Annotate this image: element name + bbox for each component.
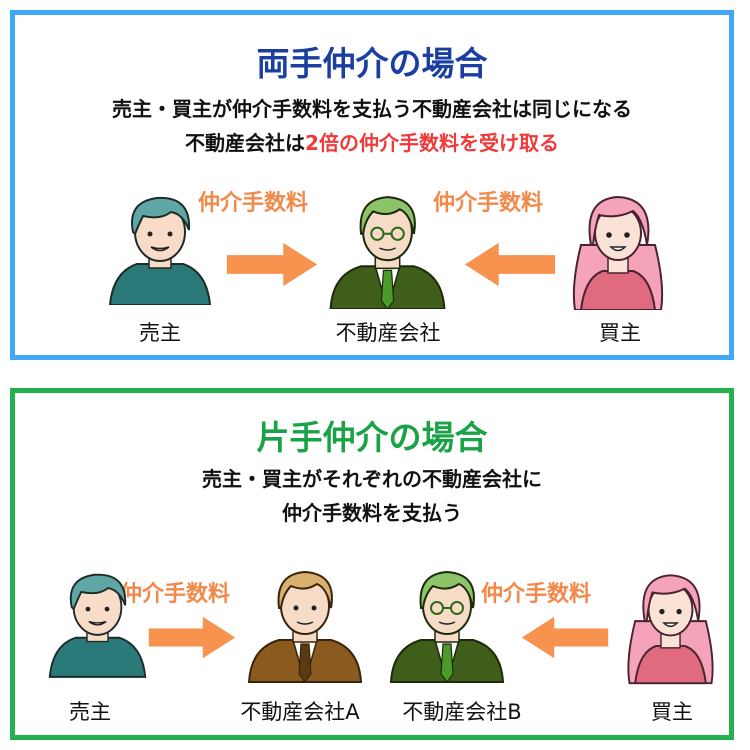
arrow-left-icon bbox=[520, 615, 610, 660]
agent-b-person-icon bbox=[387, 561, 507, 683]
buyer-label: 買主 bbox=[599, 321, 641, 345]
description-line-1: 売主・買主が仲介手数料を支払う不動産会社は同じになる bbox=[112, 97, 632, 121]
buyer-person-icon bbox=[618, 561, 723, 686]
panel-title: 片手仲介の場合 bbox=[256, 418, 488, 457]
agent-person-icon bbox=[325, 187, 450, 309]
arrow-left-icon bbox=[463, 241, 557, 288]
buyer-label: 買主 bbox=[651, 700, 693, 724]
agent-b-label: 不動産会社B bbox=[402, 700, 522, 724]
arrow-right-icon bbox=[225, 241, 319, 288]
description-line-2: 仲介手数料を支払う bbox=[282, 501, 462, 525]
description-prefix: 不動産会社は bbox=[185, 131, 306, 155]
seller-person-icon bbox=[105, 190, 215, 305]
fee-label-left: 仲介手数料 bbox=[120, 582, 231, 607]
both-sides-brokerage-panel: 両手仲介の場合 売主・買主が仲介手数料を支払う不動産会社は同じになる 不動産会社… bbox=[10, 10, 734, 360]
description-line-1: 売主・買主がそれぞれの不動産会社に bbox=[202, 467, 542, 491]
agent-label: 不動産会社 bbox=[335, 321, 441, 345]
fee-label-left: 仲介手数料 bbox=[198, 191, 309, 216]
agent-a-label: 不動産会社A bbox=[240, 700, 360, 724]
fee-label-right: 仲介手数料 bbox=[433, 191, 544, 216]
arrow-right-icon bbox=[147, 615, 237, 660]
seller-label: 売主 bbox=[69, 700, 111, 724]
one-side-brokerage-panel: 片手仲介の場合 売主・買主がそれぞれの不動産会社に 仲介手数料を支払う 仲介手数… bbox=[10, 388, 734, 740]
description-emphasis: 2倍の仲介手数料を受け取る bbox=[305, 131, 559, 155]
seller-label: 売主 bbox=[139, 321, 181, 345]
description-line-2: 不動産会社は2倍の仲介手数料を受け取る bbox=[15, 127, 729, 159]
seller-person-icon bbox=[45, 561, 150, 683]
buyer-person-icon bbox=[563, 185, 673, 310]
panel-title: 両手仲介の場合 bbox=[256, 44, 488, 83]
agent-a-person-icon bbox=[245, 561, 365, 683]
fee-label-right: 仲介手数料 bbox=[481, 582, 592, 607]
